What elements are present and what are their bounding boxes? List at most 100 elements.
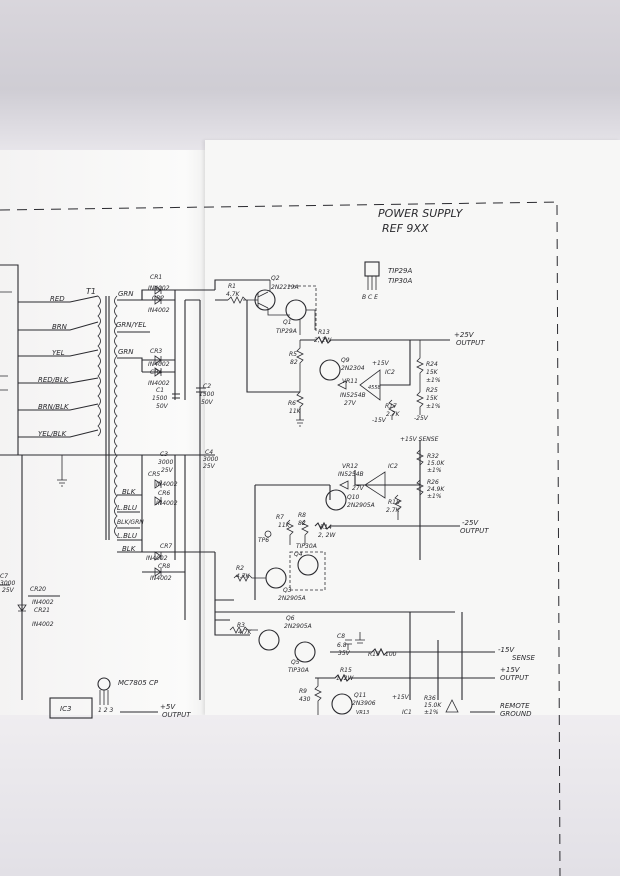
c8-value: 6.8 — [337, 642, 347, 649]
r5-r6-divider — [296, 340, 304, 420]
wire-label-red-blk: RED/BLK — [38, 376, 70, 384]
secondary-label-lblu-1: L.BLU — [117, 504, 137, 512]
plus15-sense-label: +15V SENSE — [400, 436, 439, 443]
ground-symbol-q9 — [296, 408, 304, 427]
remote-sub: GROUND — [500, 710, 532, 718]
q3-part: 2N2905A — [278, 595, 306, 602]
r15-value: 1, 2W — [336, 675, 354, 682]
c7-voltage: 25V — [2, 587, 15, 594]
secondary-label-grn-1: GRN — [118, 290, 134, 298]
wire-label-red: RED — [50, 295, 65, 303]
c1-c2-plates — [172, 387, 206, 399]
warning-triangle-icon — [445, 699, 459, 713]
cr21-label: CR21 — [34, 607, 50, 614]
r24-label: R24 — [426, 361, 438, 368]
schematic-sheet-right — [205, 140, 620, 715]
ic2-label-middle: IC2 — [388, 463, 398, 470]
r5-label: R5 — [289, 351, 297, 358]
cr20-wires — [0, 584, 60, 597]
cr2-label: CR2 — [152, 295, 164, 302]
q3-label: Q3 — [283, 587, 292, 594]
q1-label: Q1 — [283, 319, 292, 326]
minus15-sense-sub: SENSE — [512, 654, 536, 662]
vr12-part: IN5254B — [338, 471, 364, 478]
lower-vertical-wires — [409, 612, 463, 700]
cr8-part: IN4002 — [150, 575, 172, 582]
secondary-label-blkgrn: BLK/GRN — [117, 519, 144, 526]
r3-value: 4.7K — [238, 629, 253, 636]
cr20-label: CR20 — [30, 586, 46, 593]
vr12-zener — [339, 480, 349, 490]
plus25-output-label: +25V — [454, 331, 475, 339]
remote-label: REMOTE — [500, 702, 530, 710]
q11-part: 2N3906 — [352, 700, 376, 707]
wire-label-brn-blk: BRN/BLK — [38, 403, 70, 411]
pinout-pins: B C E — [362, 294, 378, 301]
primary-wires — [18, 295, 99, 438]
cr5-label: CR5 — [148, 471, 160, 478]
r32-r26-divider — [416, 449, 424, 496]
vr13-label: VR13 — [356, 710, 369, 716]
q10-label: Q10 — [347, 494, 360, 501]
q1-part: TIP29A — [276, 328, 297, 335]
ic3-label: IC3 — [60, 705, 71, 713]
plus15-output-line — [315, 673, 495, 683]
r3-resistor — [229, 626, 258, 634]
minus15-label-top: -15V — [372, 417, 387, 424]
q1-heatsink-outline — [288, 285, 317, 332]
r8-label: R8 — [298, 512, 306, 519]
cr5-cr6-diodes — [154, 479, 162, 506]
tp6-label: TP6 — [258, 537, 269, 544]
ic2-output-wire-top — [380, 340, 411, 386]
q9-transistor — [319, 359, 341, 381]
cr1-label: CR1 — [150, 274, 162, 281]
c7-label: C7 — [0, 573, 8, 580]
c1-value: 1500 — [152, 395, 167, 402]
transformer-label: T1 — [86, 287, 96, 296]
c2-label: C2 — [203, 383, 211, 390]
r32-value: 15.0K — [427, 460, 445, 467]
secondary-label-lblu-2: L.BLU — [117, 532, 137, 540]
r1-value: 4.7K — [226, 291, 241, 298]
cr20-part: IN4002 — [32, 599, 54, 606]
r8-value: 82 — [298, 520, 306, 527]
c3-label: C3 — [160, 451, 168, 458]
r36-label: R36 — [424, 695, 436, 702]
c8-capacitor — [345, 632, 365, 650]
ic2-label-top: IC2 — [385, 369, 395, 376]
minus15-sense-label: -15V — [498, 646, 515, 654]
r32-label: R32 — [427, 453, 439, 460]
r7-value: 11K — [278, 522, 291, 529]
plus15-label-top: +15V — [372, 360, 390, 367]
vr12-label: VR12 — [342, 463, 358, 470]
tip-pinout-legs — [367, 276, 377, 290]
q3-input-wires — [214, 485, 256, 601]
cr6-label: CR6 — [158, 490, 170, 497]
wire-label-yel-blk: YEL/BLK — [38, 430, 68, 438]
q10-part: 2N2905A — [347, 502, 375, 509]
vr11-zener — [337, 380, 347, 390]
c3-voltage: 25V — [161, 467, 174, 474]
c8-voltage: 35V — [338, 650, 351, 657]
r24-r25-divider — [416, 340, 424, 415]
secondary-label-blk-1: BLK — [122, 488, 137, 496]
r17-value: 2.7K — [386, 411, 401, 418]
r14-label: R14 — [320, 524, 332, 531]
vr11-part: IN5254B — [340, 392, 366, 399]
q9-part: 2N2304 — [341, 365, 365, 372]
vr11-label: VR11 — [342, 378, 358, 385]
mc7805-pins: 1 2 3 — [98, 707, 113, 714]
q4-heatsink-outline — [289, 551, 326, 591]
title-line2: REF 9XX — [382, 222, 429, 235]
c4-voltage: 25V — [203, 463, 216, 470]
cr20-diode — [17, 604, 27, 612]
q10-transistor — [325, 489, 347, 511]
cr3-part: IN4002 — [148, 361, 170, 368]
cr5-part: IN4002 — [156, 481, 178, 488]
r19-label: R19 — [368, 651, 380, 658]
c2-voltage: 50V — [201, 399, 214, 406]
ic2-opamp-middle — [364, 471, 386, 499]
q5-transistor — [294, 641, 316, 663]
r24-value: 15K — [426, 369, 439, 376]
